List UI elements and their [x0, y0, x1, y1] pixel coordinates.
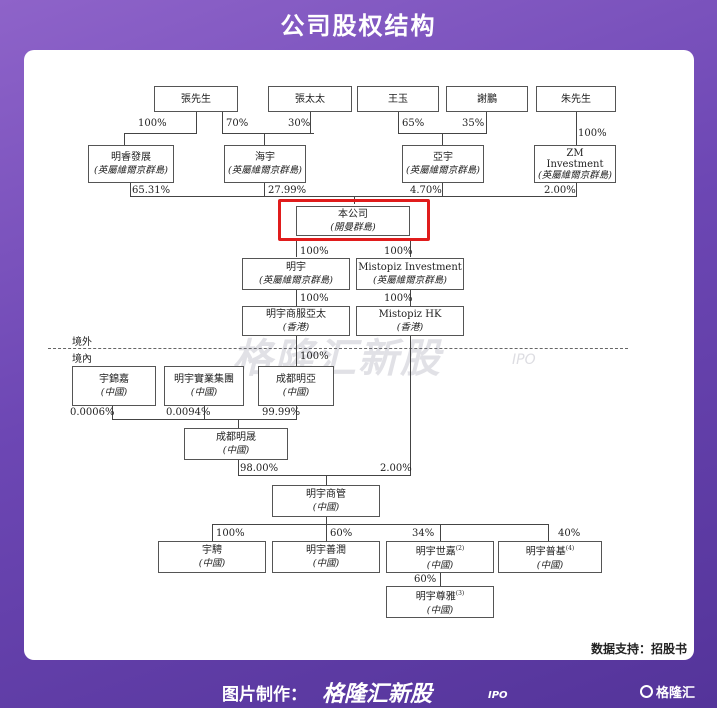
logo-icon — [640, 685, 653, 698]
box-mingyu-shanrun: 明宇善潤(中國) — [272, 541, 380, 573]
box-company: 本公司(開曼群島) — [296, 206, 410, 236]
box-yujinjia: 宇錦嘉(中國) — [72, 366, 156, 406]
box-mingyu-sg: 明宇商管(中國) — [272, 485, 380, 517]
pct-co-mistopiz: 100% — [384, 246, 413, 257]
box-mistopiz-hk: Mistopiz HK(香港) — [356, 306, 464, 336]
box-mingyu-apac: 明宇商服亞太(香港) — [242, 306, 350, 336]
box-mingyu: 明宇(英屬維爾京群島) — [242, 258, 350, 290]
box-zhang-sir: 張先生 — [154, 86, 238, 112]
source-note: 数据支持：招股书 — [590, 642, 687, 656]
region-divider — [48, 348, 628, 349]
watermark-ipo: IPO — [512, 352, 536, 368]
region-onshore: 境內 — [72, 354, 92, 365]
pct-mistopiz-hk: 100% — [384, 293, 413, 304]
pct-sg-shanrun: 60% — [330, 528, 353, 539]
box-haiyu: 海宇(英屬維爾京群島) — [224, 145, 306, 183]
box-mingyu-puji: 明宇普基(4)(中國) — [498, 541, 602, 573]
pct-zhang-mrs-haiyu: 30% — [288, 118, 311, 129]
company-highlight — [278, 199, 430, 241]
pct-mingya-cms: 99.99% — [262, 407, 301, 418]
pct-zhang-sir-haiyu: 70% — [226, 118, 249, 129]
pct-co-mingyu: 100% — [300, 246, 329, 257]
pct-cms-sg: 98.00% — [240, 463, 279, 474]
pct-sg-puji: 40% — [558, 528, 581, 539]
footer-brand-ipo: IPO — [488, 690, 508, 701]
box-mistopiz-inv: Mistopiz Investment(英屬維爾京群島) — [356, 258, 464, 290]
pct-sg-shijia: 34% — [412, 528, 435, 539]
pct-hk-sg: 2.00% — [380, 463, 412, 474]
box-zhu-sir: 朱先生 — [536, 86, 616, 112]
footer-label: 图片制作： — [222, 685, 307, 705]
box-yayu: 亞宇(英屬維爾京群島) — [402, 145, 484, 183]
pct-apac-chengdu-mingya: 100% — [300, 351, 329, 362]
logo-text: 格隆汇 — [656, 686, 696, 701]
region-offshore: 境外 — [72, 337, 92, 348]
pct-group-cms: 0.0094% — [166, 407, 211, 418]
pct-yujinjia-cms: 0.0006% — [70, 407, 115, 418]
pct-yayu-co: 4.70% — [410, 185, 442, 196]
pct-zm-co: 2.00% — [544, 185, 576, 196]
box-mingyu-shijia: 明宇世嘉(2)(中國) — [386, 541, 494, 573]
pct-xie-yayu: 35% — [462, 118, 485, 129]
box-zhang-mrs: 張太太 — [268, 86, 352, 112]
box-xie-peng: 謝鵬 — [446, 86, 528, 112]
box-mingyu-zunya: 明宇尊雅(3)(中國) — [386, 586, 494, 618]
brand-logo: 格隆汇 — [640, 682, 695, 701]
pct-zhang-sir-mingrui: 100% — [138, 118, 167, 129]
pct-zhu-zm: 100% — [578, 128, 607, 139]
pct-mingyu-apac: 100% — [300, 293, 329, 304]
box-chengdu-mingsheng: 成都明晟(中國) — [184, 428, 288, 460]
pct-haiyu-co: 27.99% — [268, 185, 307, 196]
pct-mingrui-co: 65.31% — [132, 185, 171, 196]
footer-brand: 格隆汇新股 — [322, 682, 433, 707]
box-wang-yu: 王玉 — [357, 86, 439, 112]
box-chengdu-mingya: 成都明亞(中國) — [258, 366, 334, 406]
pct-wang-yayu: 65% — [402, 118, 425, 129]
page-title: 公司股权结构 — [280, 12, 437, 40]
footer: 图片制作： 格隆汇新股 IPO 格隆汇 — [0, 676, 717, 708]
pct-sg-yupin: 100% — [216, 528, 245, 539]
box-mingyu-group: 明宇實業集團(中國) — [164, 366, 244, 406]
pct-shijia-zunya: 60% — [414, 574, 437, 585]
box-mingrui: 明睿發展(英屬維爾京群島) — [88, 145, 174, 183]
box-yupin: 宇騁(中國) — [158, 541, 266, 573]
